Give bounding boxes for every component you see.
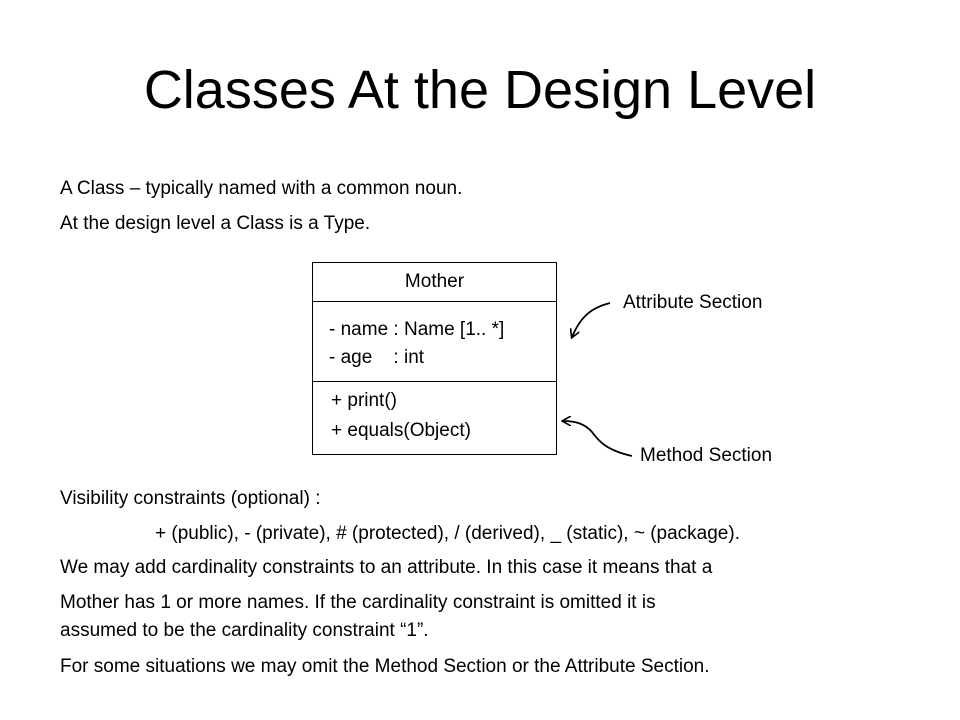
intro-line-2: At the design level a Class is a Type. <box>60 213 371 234</box>
uml-attribute-name: - name : Name [1.. *] <box>329 319 505 340</box>
slide-title: Classes At the Design Level <box>143 60 817 120</box>
attribute-section-arrow <box>572 302 611 337</box>
uml-attribute-section: - name : Name [1.. *] - age : int <box>313 301 556 382</box>
omit-sections-line: For some situations we may omit the Meth… <box>60 656 710 677</box>
method-section-arrow <box>563 421 633 457</box>
uml-class-name: Mother <box>313 263 556 302</box>
intro-line-1: A Class – typically named with a common … <box>60 178 463 199</box>
uml-class-box: Mother - name : Name [1.. *] - age : int… <box>312 262 557 455</box>
uml-attribute-age: - age : int <box>329 347 425 368</box>
cardinality-line-2: Mother has 1 or more names. If the cardi… <box>60 592 656 613</box>
visibility-heading: Visibility constraints (optional) : <box>60 488 321 509</box>
cardinality-line-3: assumed to be the cardinality constraint… <box>60 620 429 641</box>
cardinality-line-1: We may add cardinality constraints to an… <box>60 557 713 578</box>
uml-method-print: + print() <box>331 390 397 411</box>
attribute-section-label: Attribute Section <box>623 292 763 313</box>
method-section-label: Method Section <box>640 445 773 466</box>
uml-method-section: + print() + equals(Object) <box>313 381 556 454</box>
uml-method-equals: + equals(Object) <box>331 420 471 441</box>
visibility-list: + (public), - (private), # (protected), … <box>155 523 740 544</box>
